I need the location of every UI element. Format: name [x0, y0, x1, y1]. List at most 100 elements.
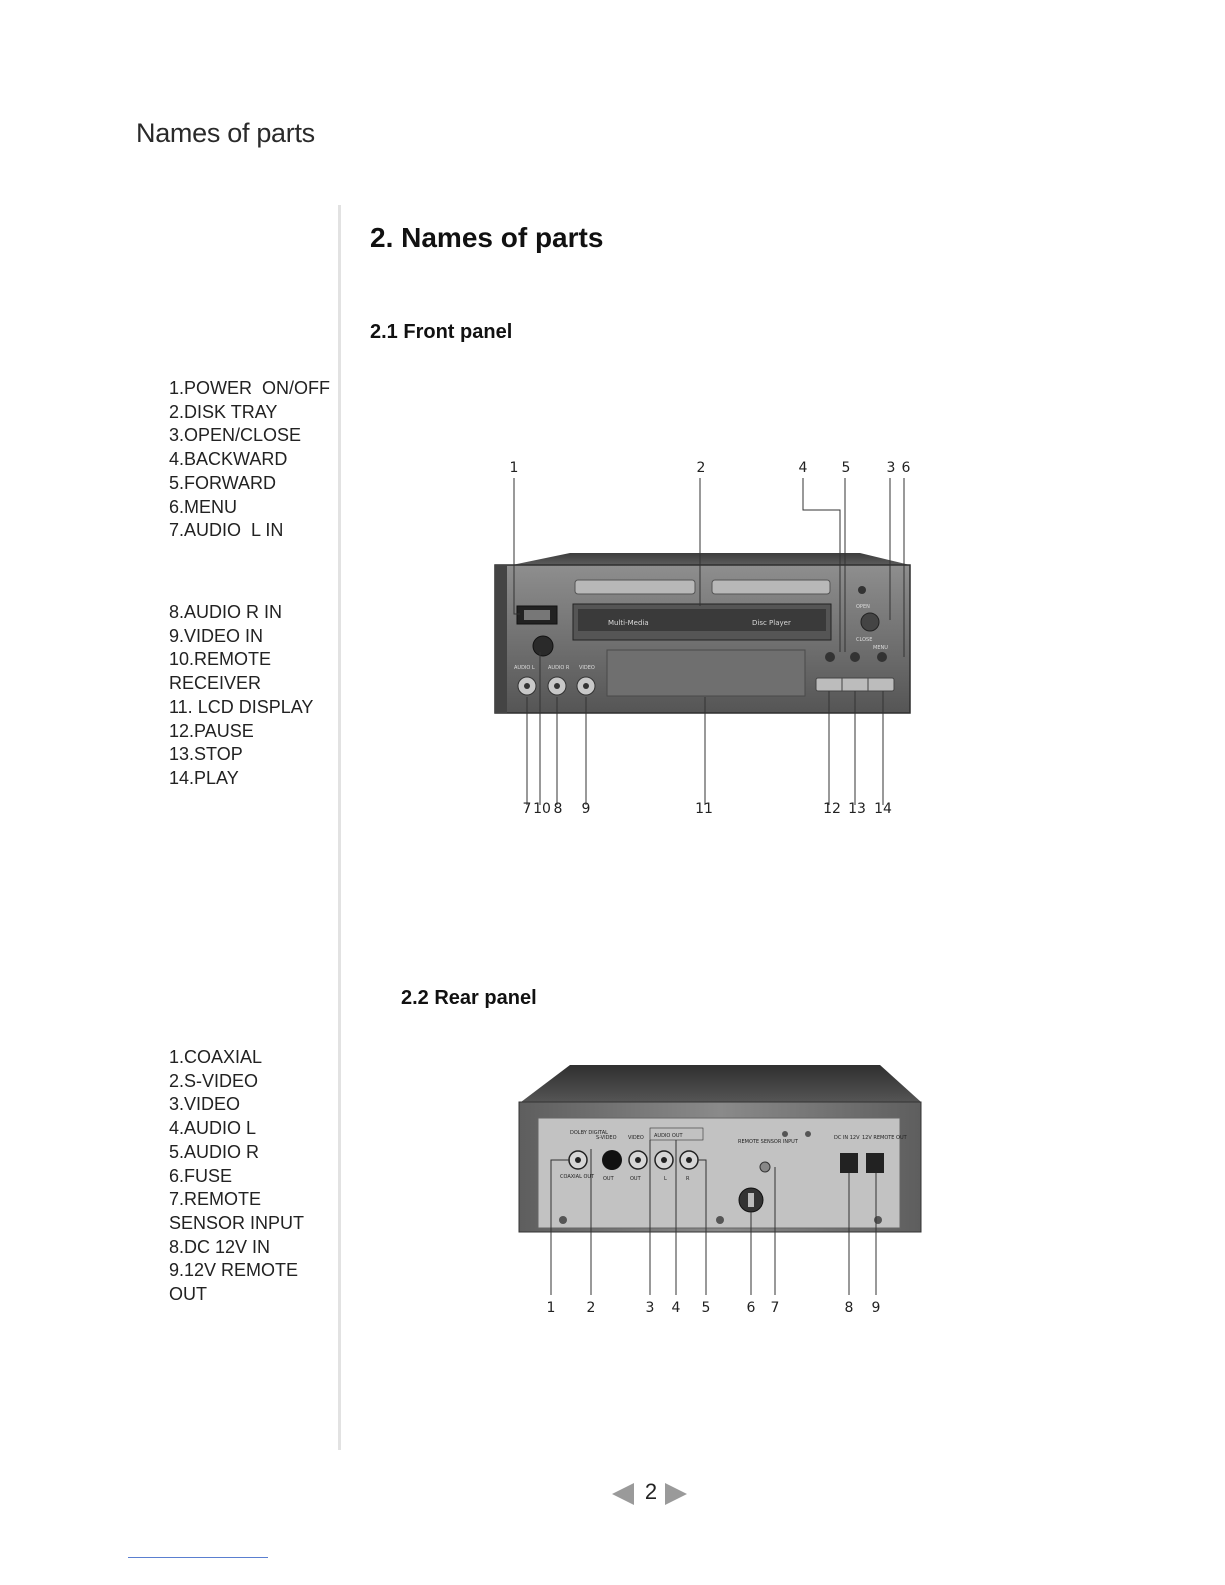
arrow-right-icon [665, 1483, 687, 1505]
legend-item: 14.PLAY [169, 767, 239, 788]
menu-button [877, 652, 887, 662]
rear-plate [537, 1117, 901, 1229]
front-callout-7: 7 [523, 801, 532, 817]
audio-l-jack-hole [524, 683, 530, 689]
dc-in-label: DC IN 12V [834, 1135, 860, 1141]
front-callout-5: 5 [842, 460, 851, 476]
remote-sensor-jack [759, 1161, 771, 1173]
legend-item: OUT [169, 1284, 207, 1305]
video-out-label: OUT [630, 1176, 642, 1182]
legend-item: 12.PAUSE [169, 720, 254, 741]
footer-rule [128, 1557, 268, 1558]
audio-l-out-jack-hole [661, 1157, 667, 1163]
front-callout-10: 10 [533, 801, 551, 817]
audio-l-label: L [664, 1176, 667, 1182]
menu-label: MENU [873, 645, 888, 651]
legend-item: 5.FORWARD [169, 472, 277, 493]
audio-r-jack-hole [554, 683, 560, 689]
fuse-holder-slot [748, 1193, 754, 1207]
volume-knob [532, 635, 554, 657]
device-side [495, 565, 507, 713]
small-indicator [858, 586, 866, 594]
legend-item: 8.AUDIO R IN [169, 602, 283, 622]
legend-item: 7.REMOTE [169, 1189, 262, 1210]
brand-label-left: Multi-Media [608, 619, 649, 627]
legend-item: 1.COAXIAL [169, 1047, 263, 1067]
legend-item: 3.OPEN/CLOSE [169, 425, 302, 446]
front-panel-heading: 2.1 Front panel [370, 321, 513, 343]
video-out-jack-hole [635, 1157, 641, 1163]
legend-item: 6.FUSE [169, 1165, 233, 1186]
front-callout-14: 14 [874, 801, 892, 817]
rear-panel-legend: 1.COAXIAL 2.S-VIDEO 3.VIDEO 4.AUDIO L 5.… [169, 1046, 304, 1307]
rear-callout-8: 8 [845, 1300, 854, 1316]
close-label: CLOSE [856, 637, 872, 643]
screw [716, 1216, 724, 1224]
legend-item: 2.DISK TRAY [169, 401, 278, 422]
front-callout-1: 1 [510, 460, 519, 476]
legend-item: 9.VIDEO IN [169, 625, 264, 646]
dc-in-jack [840, 1153, 858, 1173]
s-video-jack [602, 1150, 622, 1170]
front-panel-legend-part-1: 1.POWER ON/OFF 2.DISK TRAY 3.OPEN/CLOSE … [169, 377, 330, 543]
arrow-left-icon [612, 1483, 634, 1505]
front-callout-2: 2 [697, 460, 706, 476]
legend-item: RECEIVER [169, 673, 262, 694]
screw [782, 1131, 788, 1137]
legend-item: 2.S-VIDEO [169, 1070, 259, 1091]
open-close-button [860, 612, 880, 632]
rear-callout-6: 6 [747, 1300, 756, 1316]
column-divider [338, 205, 341, 1450]
jack-label-audio-r: AUDIO R [548, 665, 570, 671]
page-number: 2 [610, 1479, 690, 1509]
brand-label-right: Disc Player [752, 619, 791, 627]
front-panel-legend-part-2: 8.AUDIO R IN 9.VIDEO IN 10.REMOTE RECEIV… [169, 601, 313, 791]
screw [805, 1131, 811, 1137]
legend-item: 1.POWER ON/OFF [169, 378, 331, 398]
front-callout-9: 9 [582, 801, 591, 817]
backward-button [825, 652, 835, 662]
transport-buttons [815, 677, 895, 692]
front-callout-12: 12 [823, 801, 841, 817]
legend-item: 5.AUDIO R [169, 1141, 260, 1162]
front-callout-13: 13 [848, 801, 866, 817]
audio-r-label: R [686, 1176, 690, 1182]
video-label: VIDEO [628, 1135, 644, 1141]
dolby-digital-label: DOLBY DIGITAL [570, 1130, 608, 1136]
power-switch-rocker [524, 610, 550, 620]
legend-item: 6.MENU [169, 496, 238, 517]
rear-callout-3: 3 [646, 1300, 655, 1316]
front-callout-3: 3 [887, 460, 896, 476]
rear-device-top [521, 1065, 921, 1102]
remote-sensor-label: REMOTE SENSOR INPUT [738, 1139, 799, 1145]
legend-item: 10.REMOTE [169, 649, 272, 670]
s-video-out-label: OUT [603, 1176, 615, 1182]
legend-item: 3.VIDEO [169, 1094, 241, 1115]
front-callout-4: 4 [799, 460, 808, 476]
rear-callout-9: 9 [872, 1300, 881, 1316]
front-panel-figure: Multi-Media Disc Player AUDIO L AUDIO R … [494, 460, 911, 817]
device-top [512, 553, 910, 565]
rear-callout-1: 1 [547, 1300, 556, 1316]
coaxial-jack-hole [575, 1157, 581, 1163]
legend-item: 9.12V REMOTE [169, 1260, 299, 1281]
legend-item: 4.BACKWARD [169, 449, 288, 470]
jack-label-video: VIDEO [579, 665, 595, 671]
rear-callout-7: 7 [771, 1300, 780, 1316]
legend-item: 7.AUDIO L IN [169, 520, 284, 541]
disk-tray-slot [578, 609, 826, 631]
screw [874, 1216, 882, 1224]
front-callout-6: 6 [902, 460, 911, 476]
open-label: OPEN [856, 604, 870, 610]
forward-button [850, 652, 860, 662]
legend-item: 13.STOP [169, 744, 243, 765]
remote-out-jack [866, 1153, 884, 1173]
rear-panel-heading: 2.2 Rear panel [401, 987, 537, 1009]
display-strip-left [574, 579, 696, 595]
legend-item: 4.AUDIO L [169, 1118, 257, 1139]
front-leader-lines [513, 478, 905, 805]
rear-callout-5: 5 [702, 1300, 711, 1316]
legend-item: SENSOR INPUT [169, 1212, 305, 1233]
lcd-display [606, 649, 806, 697]
rear-leader-lines [550, 1140, 877, 1295]
